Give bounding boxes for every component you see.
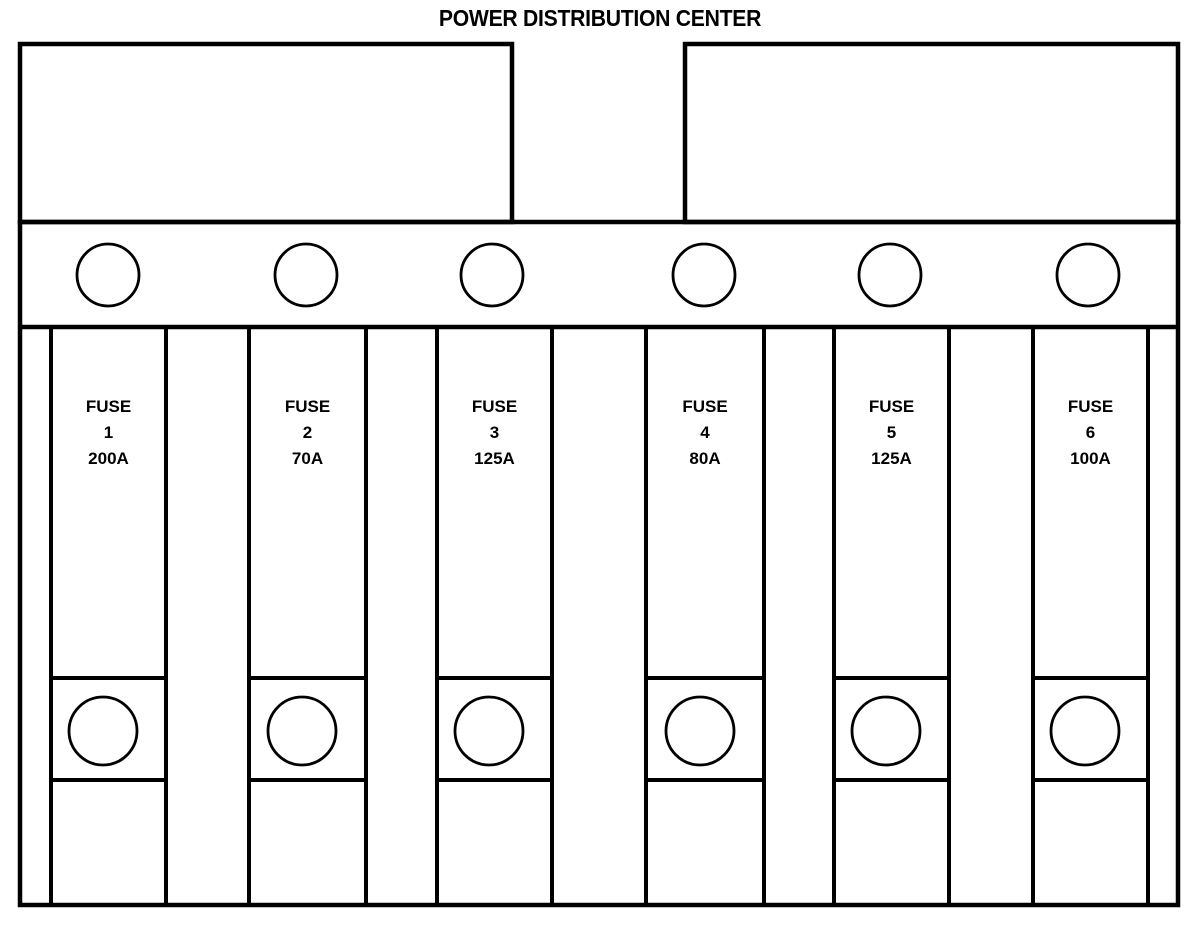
fuse-title-text: FUSE	[86, 397, 131, 416]
fuse-number-text: 4	[700, 423, 710, 442]
fuse-indicator-icon[interactable]	[1049, 695, 1121, 767]
fuse-number-text: 6	[1086, 423, 1095, 442]
fuse-title-text: FUSE	[472, 397, 517, 416]
fuse-indicator-icon[interactable]	[453, 695, 525, 767]
fuse-title-text: FUSE	[682, 397, 727, 416]
fuse-rating-text: 125A	[871, 449, 912, 468]
fuse-number-text: 3	[490, 423, 499, 442]
breaker-knob-icon[interactable]	[273, 242, 339, 308]
fuse-indicator-icon[interactable]	[266, 695, 338, 767]
panel-outer-frame	[17, 219, 1181, 908]
fuse-number-text: 2	[303, 423, 312, 442]
fuse-number-text: 1	[104, 423, 113, 442]
fuse-rating-text: 125A	[474, 449, 515, 468]
fuse-indicator-icon[interactable]	[850, 695, 922, 767]
top-bus-box-right	[682, 41, 1181, 225]
breaker-knob-icon[interactable]	[857, 242, 923, 308]
fuse-title-text: FUSE	[285, 397, 330, 416]
fuse-column-dividers	[49, 327, 1150, 905]
breaker-knob-icon[interactable]	[75, 242, 141, 308]
fuse-rating-text: 100A	[1070, 449, 1111, 468]
page-title: POWER DISTRIBUTION CENTER	[438, 5, 762, 31]
top-bus-section	[17, 41, 1181, 225]
fuse-title-text: FUSE	[869, 397, 914, 416]
panel-outer-frame-rect	[17, 219, 1181, 908]
breaker-knob-icon[interactable]	[1055, 242, 1121, 308]
fuse-indicator-boxes	[51, 676, 1148, 782]
top-bus-box-left	[17, 41, 515, 225]
fuse-indicator-row	[67, 695, 1121, 767]
fuse-rating-text: 200A	[88, 449, 129, 468]
fuse-rating-text: 80A	[689, 449, 720, 468]
fuse-rating-text: 70A	[292, 449, 323, 468]
fuse-indicator-icon[interactable]	[664, 695, 736, 767]
fuse-indicator-icon[interactable]	[67, 695, 139, 767]
breaker-knob-icon[interactable]	[459, 242, 525, 308]
fuse-number-text: 5	[887, 423, 896, 442]
breaker-knob-row	[75, 242, 1121, 308]
breaker-knob-icon[interactable]	[671, 242, 737, 308]
fuse-title-text: FUSE	[1068, 397, 1113, 416]
fuse-label-group: FUSE 1 200A FUSE 2 70A FUSE 3 125A FUSE 4 80A FUSE 5 1…	[86, 397, 1113, 468]
